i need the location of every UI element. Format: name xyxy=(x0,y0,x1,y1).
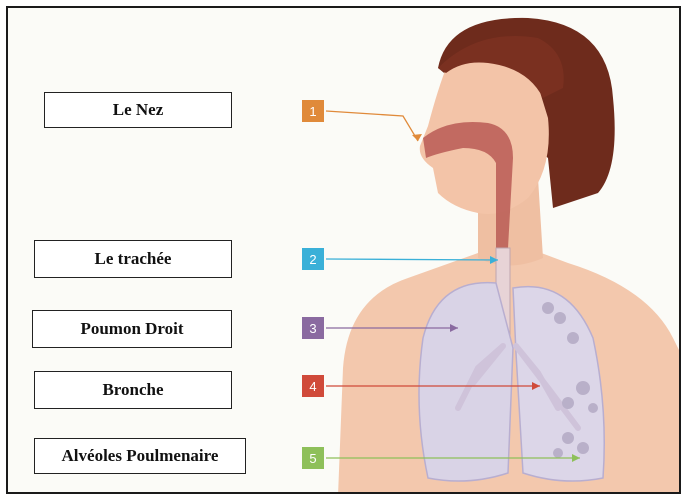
badge-4: 4 xyxy=(302,375,324,397)
badge-5: 5 xyxy=(302,447,324,469)
right-lung xyxy=(419,283,513,481)
badge-3: 3 xyxy=(302,317,324,339)
label-trachee: Le trachée xyxy=(34,240,232,278)
label-alveoles: Alvéoles Poulmenaire xyxy=(34,438,246,474)
badge-1: 1 xyxy=(302,100,324,122)
badge-2: 2 xyxy=(302,248,324,270)
label-poumon-droit: Poumon Droit xyxy=(32,310,232,348)
label-le-nez: Le Nez xyxy=(44,92,232,128)
diagram-frame: Le Nez Le trachée Poumon Droit Bronche A… xyxy=(6,6,681,494)
label-bronche: Bronche xyxy=(34,371,232,409)
